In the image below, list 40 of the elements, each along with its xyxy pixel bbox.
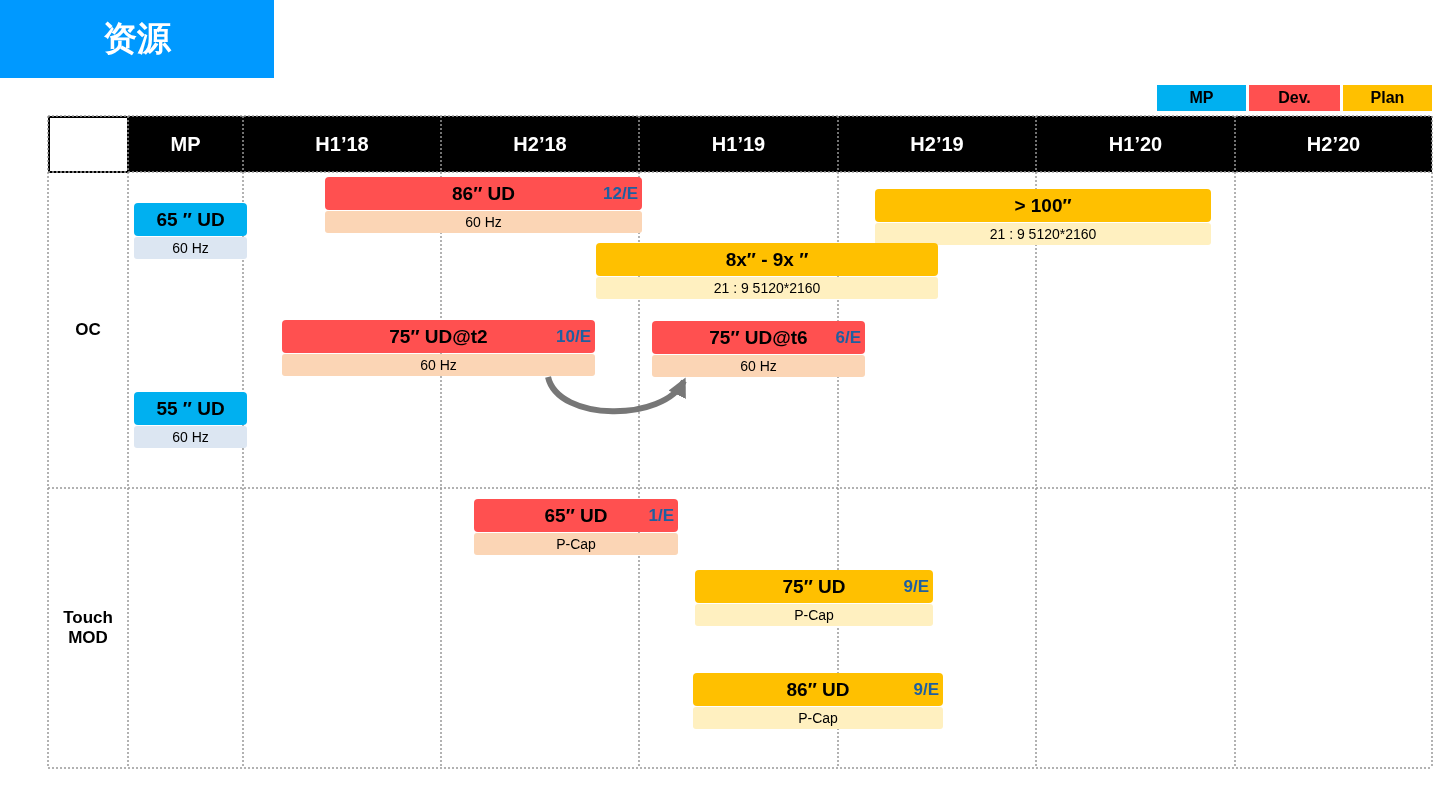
product-name: > 100″ [1014,194,1072,217]
product-name: 75″ UD [782,575,846,598]
spec-bar: 60 Hz [325,211,642,233]
spec-bar: 21 : 9 5120*2160 [596,277,938,299]
date-label: 1/E [648,505,674,526]
column-header: H1’18 [314,131,370,157]
spec-bar: 60 Hz [134,237,247,259]
spec-bar: 21 : 9 5120*2160 [875,223,1211,245]
column-header: H2’19 [909,131,965,157]
column-header: H2’18 [512,131,568,157]
column-header: H1’20 [1107,131,1164,157]
column-header: H1’19 [710,131,767,157]
product-name: 86″ UD [786,678,850,701]
product-name: 55 ″ UD [156,397,225,420]
date-label: 9/E [903,576,929,597]
spec-bar: 60 Hz [652,355,865,377]
spec-bar: P-Cap [693,707,943,729]
date-label: 12/E [603,183,638,204]
date-label: 10/E [556,326,591,347]
title-banner: 资源 [0,0,274,78]
legend-item: Dev. [1249,85,1340,111]
product-name: 75″ UD@t6 [709,326,808,349]
product-name: 86″ UD [452,182,515,205]
date-label: 6/E [835,327,861,348]
column-header: H2’20 [1305,131,1362,157]
row-header: OC [74,319,102,341]
product-name: 75″ UD@t2 [389,325,488,348]
column-header: MP [169,131,202,157]
spec-bar: 60 Hz [134,426,247,448]
date-label: 9/E [913,679,939,700]
product-name: 65 ″ UD [156,208,225,231]
spec-bar: P-Cap [474,533,678,555]
product-name: 65″ UD [544,504,608,527]
spec-bar: P-Cap [695,604,933,626]
product-name: 8x″ - 9x ″ [725,248,809,271]
legend-item: MP [1157,85,1246,111]
legend-item: Plan [1343,85,1432,111]
spec-bar: 60 Hz [282,354,595,376]
arrow [545,375,687,415]
row-header: Touch MOD [62,607,114,649]
